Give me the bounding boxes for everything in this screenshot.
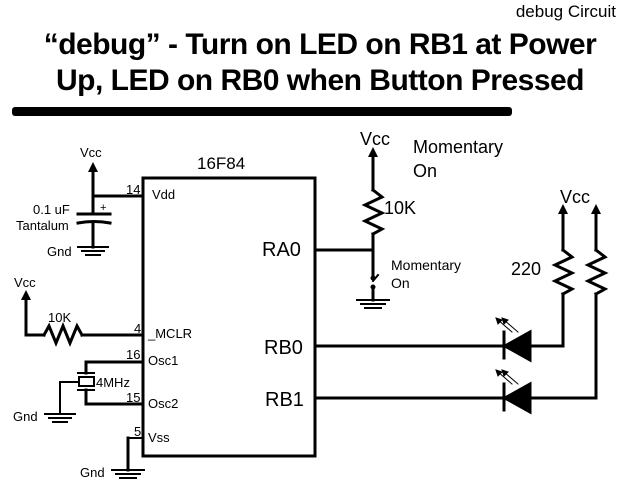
pin-number-vss: 5 <box>134 424 142 439</box>
pin-name-mclr: _MCLR <box>148 326 193 341</box>
vss-ground-wire <box>126 436 144 472</box>
vcc-arrow-icon <box>591 204 601 214</box>
ground-icon <box>44 413 76 423</box>
led-resistor-rb1 <box>584 212 609 400</box>
pullup-resistor-value: 10K <box>384 198 417 218</box>
pin-name-vdd: Vdd <box>152 187 176 202</box>
gnd-label: Gnd <box>80 465 105 480</box>
pin-number-osc1: 16 <box>126 347 141 362</box>
pin-name-osc1: Osc1 <box>148 353 179 368</box>
ground-icon <box>111 469 145 479</box>
vcc-arrow-icon <box>558 204 568 214</box>
momentary-button-icon[interactable] <box>370 248 380 302</box>
pin-name-rb0: RB0 <box>264 337 303 359</box>
pin-number-vdd: 14 <box>126 182 141 197</box>
button-label: Momentary <box>391 257 462 273</box>
pin-number-osc2: 15 <box>126 390 141 405</box>
decoupling-capacitor <box>76 170 145 249</box>
led-rb0 <box>313 317 565 363</box>
led-resistor-rb0 <box>551 212 576 348</box>
vcc-label: Vcc <box>360 129 391 149</box>
title-line-1: “debug” - Turn on LED on RB1 at Power <box>43 28 597 61</box>
vcc-arrow-icon <box>88 162 98 172</box>
pin-name-osc2: Osc2 <box>148 396 179 411</box>
pin-name-ra0: RA0 <box>262 239 301 261</box>
button-label-line2: On <box>391 275 410 291</box>
vcc-label: Vcc <box>560 187 591 207</box>
chip-part-number: 16F84 <box>197 154 246 173</box>
cap-type-label: Tantalum <box>16 218 69 233</box>
pin-number-mclr: 4 <box>134 321 142 336</box>
title-line-2: Up, LED on RB0 when Button Pressed <box>55 64 585 97</box>
led-rb1 <box>313 369 598 415</box>
mclr-resistor-value: 10K <box>48 310 72 325</box>
crystal-value: 4MHz <box>96 375 130 390</box>
cap-polarity-label: + <box>100 202 107 214</box>
title-divider <box>12 107 512 116</box>
crystal-oscillator <box>59 360 145 415</box>
diagram-caption: debug Circuit <box>515 2 616 21</box>
gnd-label: Gnd <box>13 409 38 424</box>
mcu-chip-body <box>141 176 317 458</box>
ground-icon <box>77 246 109 256</box>
vcc-label: Vcc <box>14 275 36 290</box>
button-title-line2: On <box>413 161 438 181</box>
cap-value-label: 0.1 uF <box>33 202 70 217</box>
pin-name-rb1: RB1 <box>265 389 304 411</box>
ground-icon <box>356 299 390 309</box>
gnd-label: Gnd <box>47 244 72 259</box>
led-resistor-value: 220 <box>511 259 542 279</box>
vcc-arrow-icon <box>368 147 378 157</box>
pin-name-vss: Vss <box>148 430 170 445</box>
vcc-arrow-icon <box>21 290 31 300</box>
mclr-resistor <box>24 298 145 347</box>
vcc-label: Vcc <box>80 145 102 160</box>
button-title: Momentary <box>413 137 504 157</box>
button-pullup-resistor <box>313 155 386 252</box>
